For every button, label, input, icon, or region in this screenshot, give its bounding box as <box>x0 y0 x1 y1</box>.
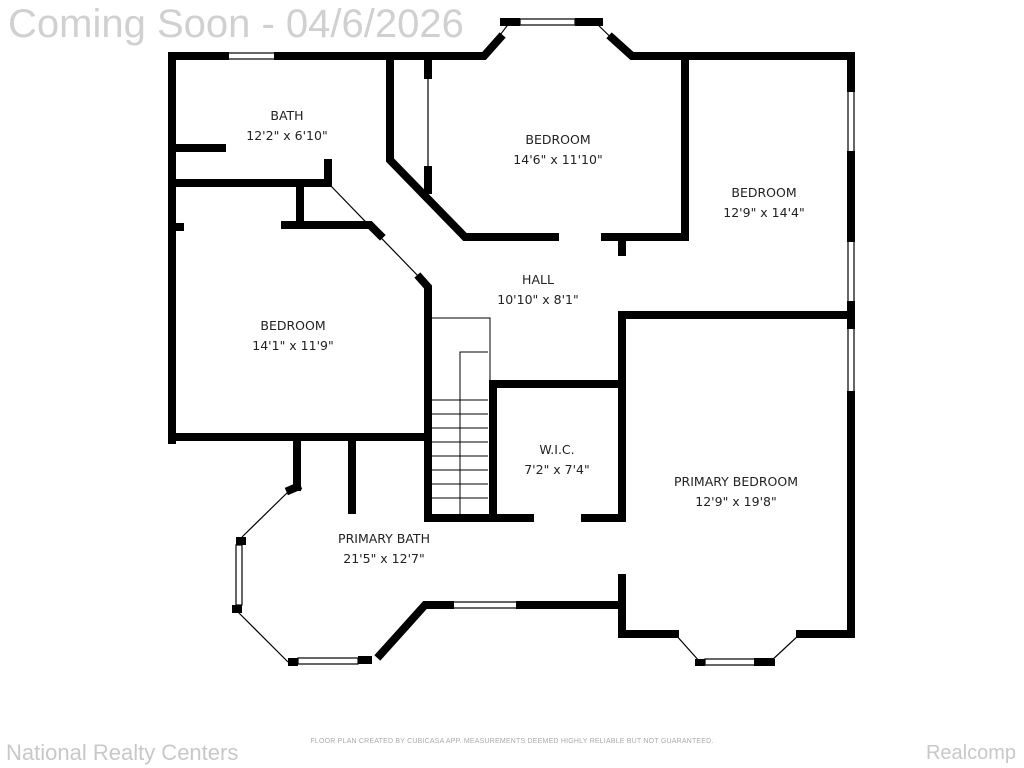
room-name: BEDROOM <box>260 318 326 333</box>
room-size: 21'5" x 12'7" <box>343 551 425 566</box>
room-size: 14'6" x 11'10" <box>513 152 603 167</box>
room-size: 7'2" x 7'4" <box>524 462 590 477</box>
room-name: HALL <box>522 272 554 287</box>
room-hall: HALL 10'10" x 8'1" <box>497 270 578 310</box>
room-bath: BATH 12'2" x 6'10" <box>246 106 327 146</box>
window-frames <box>232 18 775 666</box>
room-size: 14'1" x 11'9" <box>252 338 334 353</box>
room-bedroom-2: BEDROOM 14'6" x 11'10" <box>513 130 602 170</box>
room-primary-bath: PRIMARY BATH 21'5" x 12'7" <box>338 529 430 569</box>
staircase <box>429 317 491 517</box>
listing-status-title: Coming Soon - 04/6/2026 <box>8 2 464 46</box>
brokerage-watermark: National Realty Centers <box>6 740 239 765</box>
room-primary-bedroom: PRIMARY BEDROOM 12'9" x 19'8" <box>674 472 798 512</box>
room-size: 12'9" x 19'8" <box>695 494 777 509</box>
room-size: 10'10" x 8'1" <box>497 292 579 307</box>
room-size: 12'9" x 14'4" <box>723 205 805 220</box>
room-name: BEDROOM <box>525 132 591 147</box>
room-bedroom-1: BEDROOM 14'1" x 11'9" <box>252 316 333 356</box>
room-bedroom-3: BEDROOM 12'9" x 14'4" <box>723 183 804 223</box>
room-wic: W.I.C. 7'2" x 7'4" <box>524 440 590 480</box>
disclaimer-text: FLOOR PLAN CREATED BY CUBICASA APP. MEAS… <box>310 738 714 745</box>
room-name: BATH <box>270 108 304 123</box>
room-size: 12'2" x 6'10" <box>246 128 328 143</box>
walls <box>168 32 855 666</box>
mls-watermark: Realcomp <box>925 742 1016 764</box>
room-name: PRIMARY BEDROOM <box>674 474 798 489</box>
room-name: BEDROOM <box>731 185 797 200</box>
room-name: W.I.C. <box>539 442 575 457</box>
room-name: PRIMARY BATH <box>338 531 430 546</box>
